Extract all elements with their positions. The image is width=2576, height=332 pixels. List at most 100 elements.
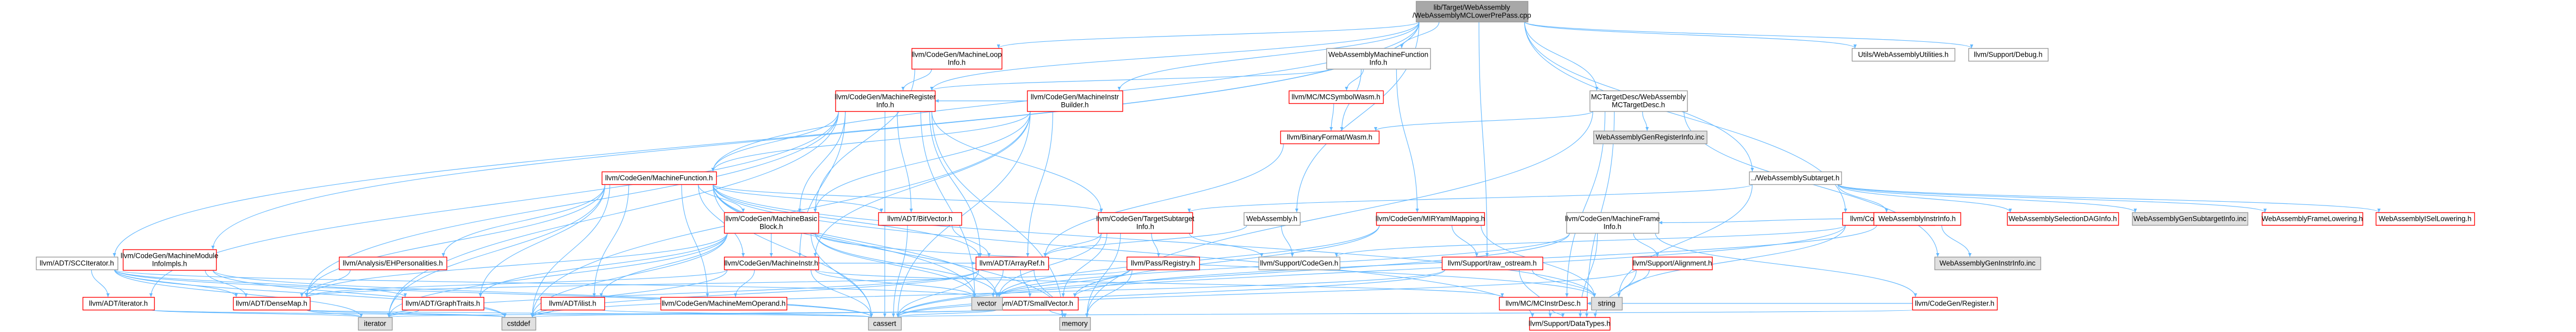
node-label-line: cstddef <box>507 320 530 328</box>
dependency-edge <box>1396 68 1419 213</box>
include-node[interactable]: llvm/ADT/GraphTraits.h <box>402 297 485 311</box>
edge-root-to-n_utils <box>1524 21 1857 49</box>
node-label-line: WebAssembly.h <box>1246 215 1297 223</box>
include-node[interactable]: llvm/Analysis/EHPersonalities.h <box>338 256 448 271</box>
include-node[interactable]: string <box>1591 297 1623 311</box>
edge-n_adt_iter-to-n_iterator <box>150 309 363 318</box>
edge-n_mctd-to-n_memory <box>1085 111 1593 318</box>
include-node[interactable]: WebAssemblyGenInstrInfo.inc <box>1934 256 2042 271</box>
edge-n_cmbb-to-n_cassert <box>810 232 873 318</box>
edge-n_cmmi-to-n_cassert <box>212 270 873 318</box>
include-node[interactable]: llvm/ADT/ArrayRef.h <box>975 256 1049 271</box>
include-node[interactable]: ../WebAssemblySubtarget.h <box>1749 171 1842 185</box>
node-box <box>1912 297 1998 311</box>
include-node[interactable]: WebAssemblyFrameLowering.h <box>2261 212 2364 226</box>
include-node[interactable]: llvm/ADT/iterator.h <box>82 297 155 311</box>
include-node[interactable]: llvm/CodeGen/Register.h <box>1912 297 1998 311</box>
node-box <box>660 297 788 311</box>
node-box <box>993 297 1079 311</box>
include-node[interactable]: llvm/Support/raw_ostream.h <box>1441 256 1544 271</box>
edge-root-to-n_sraw <box>1478 21 1489 257</box>
dependency-edge <box>305 111 839 298</box>
dependency-edge <box>1374 111 1593 131</box>
dependency-edge <box>1188 184 1753 213</box>
edge-n_cmf-to-n_iterator <box>387 184 605 318</box>
include-node[interactable]: cassert <box>868 317 902 331</box>
edge-n_cmf-to-n_adt_ar <box>712 184 981 257</box>
include-node[interactable]: llvm/ADT/SmallVector.h <box>993 297 1079 311</box>
node-label-line: string <box>1598 300 1615 308</box>
edge-n_adt_ar-to-n_cassert <box>896 269 979 318</box>
edge-n_cmf-to-n_aeh <box>441 184 605 257</box>
edge-n_wmfi-to-n_cmyaml <box>1396 68 1419 213</box>
node-label-line: llvm/CodeGen/TargetSubtarget <box>1096 215 1195 223</box>
include-node[interactable]: WebAssemblyISelLowering.h <box>2375 212 2475 226</box>
include-node[interactable]: WebAssembly.h <box>1243 212 1301 226</box>
dependency-edge <box>1658 218 1874 225</box>
dependency-edge <box>387 111 839 318</box>
include-node[interactable]: llvm/CodeGen/MIRYamlMapping.h <box>1376 212 1485 226</box>
include-node[interactable]: WebAssemblyGenSubtargetInfo.inc <box>2132 212 2249 226</box>
include-node[interactable]: llvm/Support/CodeGen.h <box>1258 256 1341 271</box>
dependency-edge <box>698 184 745 213</box>
include-node[interactable]: WebAssemblyInstrInfo.h <box>1873 212 1962 226</box>
include-node[interactable]: WebAssemblyGenRegisterInfo.inc <box>1593 130 1708 145</box>
include-node[interactable]: llvm/ADT/ilist.h <box>540 297 605 311</box>
edge-n_wsub-to-n_cts <box>1188 184 1753 213</box>
node-label-line: llvm/CodeGen/MachineLoop <box>912 51 1002 59</box>
include-node[interactable]: WebAssemblySelectionDAGInfo.h <box>2007 212 2119 226</box>
include-node[interactable]: vector <box>971 297 1003 311</box>
include-node[interactable]: iterator <box>358 317 393 331</box>
include-node[interactable]: llvm/BinaryFormat/Wasm.h <box>1280 130 1380 145</box>
include-node[interactable]: llvm/CodeGen/MachineInstr.h <box>724 256 819 271</box>
include-node[interactable]: llvm/Support/Alignment.h <box>1632 256 1713 271</box>
include-node[interactable]: llvm/Support/Debug.h <box>1968 48 2049 62</box>
node-box <box>724 256 819 271</box>
node-box <box>1851 48 1956 62</box>
include-node[interactable]: Utils/WebAssemblyUtilities.h <box>1851 48 1956 62</box>
dependency-edge <box>1329 103 1334 131</box>
node-label-line: Info.h <box>948 59 966 67</box>
edge-n_cmf-to-n_adt_il <box>592 184 629 298</box>
include-node[interactable]: llvm/MC/MCSymbolWasm.h <box>1288 90 1384 104</box>
dependency-edge <box>1073 225 1380 298</box>
include-node[interactable]: llvm/ADT/BitVector.h <box>878 212 962 226</box>
include-node[interactable]: llvm/CodeGen/MachineFunction.h <box>601 171 717 185</box>
dependency-edge <box>306 309 873 318</box>
edge-n_pr-to-n_vector <box>997 269 1130 298</box>
edge-n_pr-to-n_memory <box>1085 269 1133 318</box>
edge-n_cmyaml-to-n_adt_sv <box>1073 225 1380 298</box>
include-node[interactable]: llvm/Pass/Registry.h <box>1126 256 1200 271</box>
node-box <box>1499 297 1588 311</box>
edge-n_sraw-to-n_cassert <box>896 269 1446 318</box>
edge-n_cmmi-to-n_cstddef <box>212 270 507 318</box>
edge-n_pr-to-n_adt_dm <box>305 269 1130 298</box>
include-node[interactable]: cstddef <box>501 317 537 331</box>
dependency-edge <box>1026 111 1054 257</box>
node-label-line: llvm/CodeGen/MachineModule <box>121 252 219 260</box>
edge-n_cts-to-n_pr <box>1151 232 1161 257</box>
include-node[interactable]: memory <box>1059 317 1091 331</box>
include-node[interactable]: llvm/MC/MCInstrDesc.h <box>1499 297 1588 311</box>
include-node[interactable]: llvm/ADT/DenseMap.h <box>233 297 311 311</box>
dependency-edge <box>930 21 1420 91</box>
edge-n_cml-to-n_cpr <box>901 68 932 91</box>
node-box <box>82 297 155 311</box>
edge-n_wsub-to-n_wii <box>1837 184 1888 213</box>
include-node[interactable]: llvm/ADT/SCCIterator.h <box>35 256 119 271</box>
dependency-edge <box>712 184 1597 298</box>
dependency-edge <box>114 269 407 298</box>
include-node[interactable]: llvm/Support/DataTypes.h <box>1529 317 1611 331</box>
include-node[interactable]: llvm/CodeGen/MachineMemOperand.h <box>660 297 788 311</box>
node-box <box>868 317 902 331</box>
node-label-line: WebAssemblyISelLowering.h <box>2378 215 2471 223</box>
